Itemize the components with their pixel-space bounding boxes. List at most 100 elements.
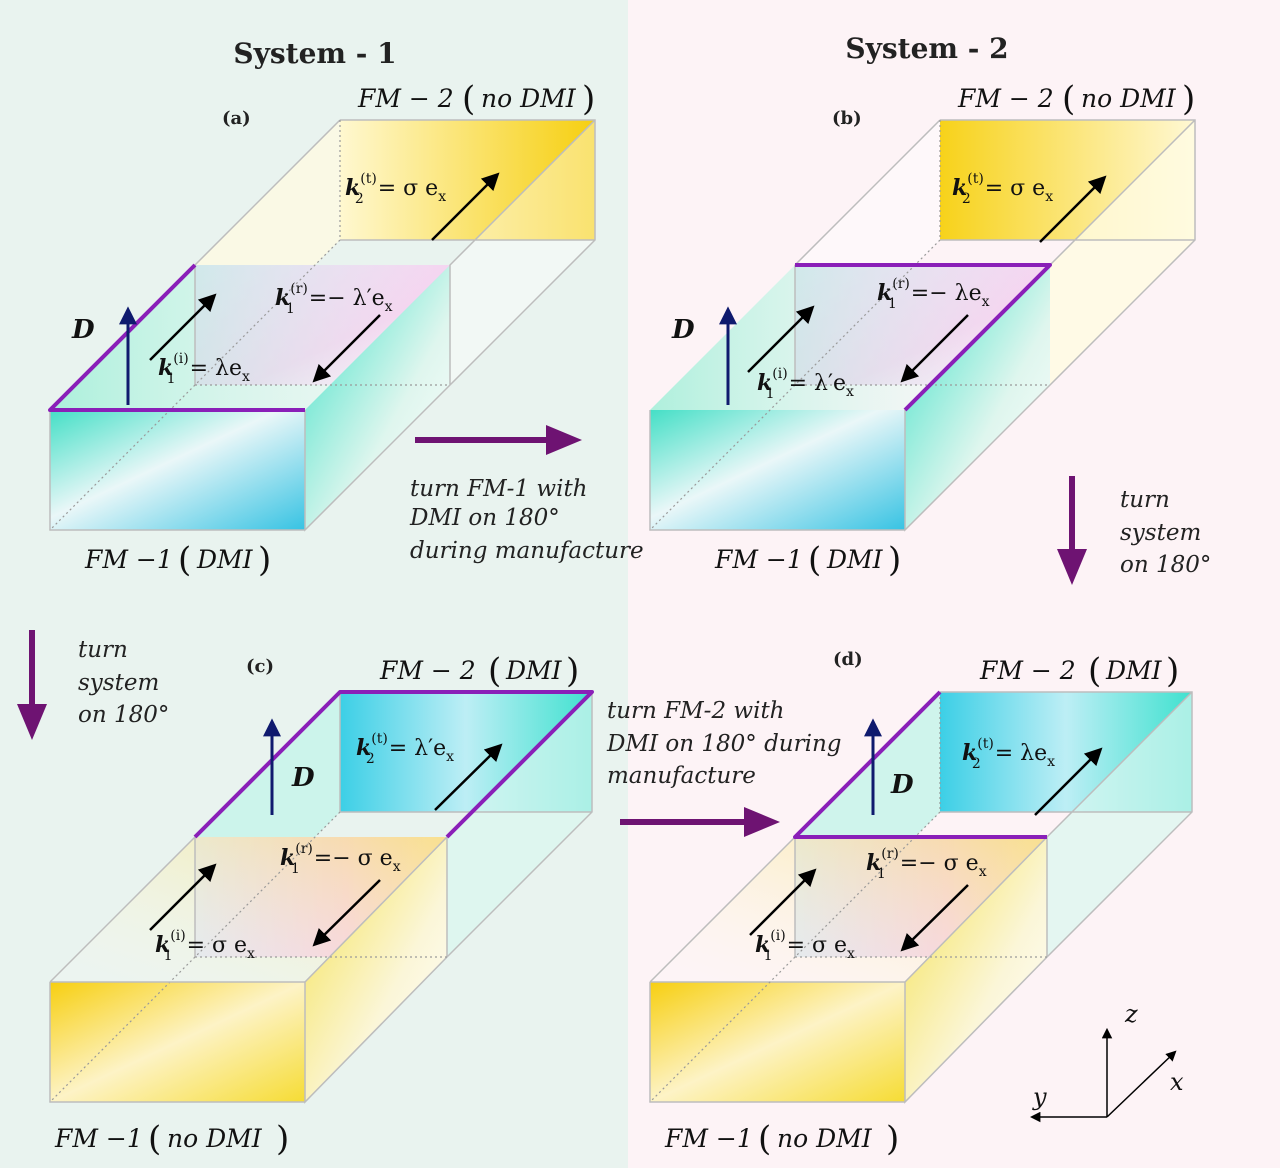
fm2-paren-open: ( bbox=[488, 651, 501, 691]
annotation-line: turn bbox=[1120, 487, 1170, 513]
fm1-top-face bbox=[50, 265, 450, 410]
fm2-paren-open: ( bbox=[1062, 79, 1075, 119]
fm1-top-face bbox=[50, 837, 447, 982]
fm1-front-face bbox=[650, 982, 905, 1102]
fm1-paren-close: ) bbox=[258, 540, 271, 580]
dmi-edge bbox=[48, 263, 305, 412]
d-vector-label: D bbox=[291, 763, 315, 793]
fm1-paren-close: ) bbox=[276, 1119, 289, 1159]
process-arrowhead-down-icon bbox=[17, 704, 47, 740]
fm1-top-face bbox=[650, 837, 1047, 982]
d-vector-label: D bbox=[71, 315, 95, 345]
z-axis-label: z bbox=[1124, 1000, 1138, 1028]
fm2-right-face bbox=[447, 692, 592, 957]
k1-i-arrow bbox=[749, 868, 817, 936]
annotation-line: turn bbox=[78, 637, 128, 663]
fm1-name: FM −1 bbox=[54, 1124, 143, 1153]
k1-i-label: k(i)1= λ′ex bbox=[757, 366, 854, 402]
system1-title: System - 1 bbox=[233, 37, 396, 70]
fm1-paren-open: ( bbox=[148, 1119, 161, 1159]
annotation-line: turn FM-1 with bbox=[410, 476, 588, 502]
process-arrowhead-right-icon bbox=[744, 807, 780, 837]
annotation-line: DMI on 180° bbox=[409, 505, 560, 531]
fm1-note: DMI bbox=[826, 545, 884, 574]
k1-i-label: k(i)1= σ ex bbox=[155, 928, 255, 964]
fm1-front-face bbox=[50, 982, 305, 1102]
hidden-edges bbox=[649, 120, 1050, 531]
fm2-name: FM − 2 bbox=[979, 656, 1076, 685]
fm1-paren-close: ) bbox=[886, 1119, 899, 1159]
annotation-line: system bbox=[78, 670, 159, 696]
panel-a: (a) D k(t)2= σ ex k(r)1=− λ′ex k(i)1= λe… bbox=[48, 79, 596, 580]
coordinate-axes: z x y bbox=[1029, 1000, 1184, 1123]
k1-r-label: k(r)1=− σ ex bbox=[280, 841, 401, 877]
fm1-front-face bbox=[650, 410, 905, 530]
k2-t-arrow bbox=[1034, 747, 1103, 816]
fm1-right-face bbox=[905, 265, 1050, 530]
hidden-edges bbox=[49, 120, 450, 531]
fm2-right-face bbox=[1050, 120, 1195, 385]
fm2-note: no DMI bbox=[481, 84, 577, 113]
panel-d: (d) D k(t)2= λex k(r)1=− σ ex k(i)1= σ e… bbox=[649, 649, 1193, 1159]
k1-i-arrow bbox=[747, 305, 815, 373]
dmi-edge bbox=[193, 690, 594, 839]
process-arrow-a-to-c: turn system on 180° bbox=[17, 630, 169, 740]
fm1-front-face bbox=[50, 410, 305, 530]
fm1-paren-open: ( bbox=[178, 540, 191, 580]
fm2-right-face bbox=[1047, 692, 1192, 957]
annotation-line: manufacture bbox=[607, 763, 756, 789]
annotation-line: on 180° bbox=[78, 702, 169, 728]
k2-t-label: k(t)2= λ′ex bbox=[356, 731, 454, 767]
x-axis-arrow bbox=[1106, 1050, 1177, 1118]
fm2-right-face bbox=[450, 120, 595, 385]
d-vector-label: D bbox=[671, 315, 695, 345]
fm2-paren-open: ( bbox=[1088, 651, 1101, 691]
k1-r-arrow bbox=[312, 314, 381, 383]
system2-title: System - 2 bbox=[845, 32, 1008, 65]
fm1-right-face bbox=[305, 837, 447, 1102]
fm2-paren-close: ) bbox=[566, 651, 579, 691]
k2-t-arrow bbox=[434, 743, 503, 811]
fm2-back-face bbox=[340, 120, 595, 240]
k1-r-label: k(r)1=− λex bbox=[877, 276, 990, 312]
k1-r-label: k(r)1=− σ ex bbox=[866, 846, 987, 882]
fm2-name: FM − 2 bbox=[379, 656, 476, 685]
annotation-line: turn FM-2 with bbox=[607, 698, 785, 724]
k2-t-arrow bbox=[1039, 175, 1107, 243]
fm2-note: DMI bbox=[505, 656, 563, 685]
k1-i-arrow bbox=[149, 863, 217, 931]
y-axis-label: y bbox=[1032, 1083, 1047, 1111]
fm1-name: FM −1 bbox=[664, 1124, 753, 1153]
fm2-name: FM − 2 bbox=[357, 84, 454, 113]
fm1-note: DMI bbox=[196, 545, 254, 574]
panel-c: (c) D k(t)2= λ′ex k(r)1=− σ ex k(i)1= σ … bbox=[49, 651, 594, 1159]
fm2-paren-close: ) bbox=[582, 79, 595, 119]
dmi-edge bbox=[795, 263, 1052, 412]
panel-d-label: (d) bbox=[833, 649, 863, 670]
process-arrow-b-to-d: turn system on 180° bbox=[1057, 476, 1211, 585]
fm1-paren-open: ( bbox=[758, 1119, 771, 1159]
k1-r-arrow bbox=[312, 879, 381, 947]
k1-i-label: k(i)1= σ ex bbox=[755, 928, 855, 964]
fm2-paren-close: ) bbox=[1166, 651, 1179, 691]
fm2-paren-open: ( bbox=[462, 79, 475, 119]
hidden-edges bbox=[49, 811, 447, 1103]
x-axis-label: x bbox=[1170, 1068, 1184, 1096]
k2-t-label: k(t)2= σ ex bbox=[952, 171, 1053, 207]
panel-a-label: (a) bbox=[222, 108, 251, 129]
process-arrowhead-down-icon bbox=[1057, 549, 1087, 585]
fm1-right-face bbox=[305, 265, 450, 530]
process-arrowhead-right-icon bbox=[546, 425, 582, 455]
fm2-name: FM − 2 bbox=[957, 84, 1054, 113]
annotation-line: on 180° bbox=[1120, 552, 1211, 578]
k1-r-arrow bbox=[900, 314, 969, 383]
d-vector-label: D bbox=[890, 770, 914, 800]
fm1-name: FM −1 bbox=[84, 545, 173, 574]
fm1-top-face bbox=[650, 265, 1050, 410]
k1-i-label: k(i)1= λex bbox=[158, 351, 250, 387]
fm1-right-face bbox=[905, 837, 1047, 1102]
panel-b-label: (b) bbox=[832, 108, 862, 129]
k2-t-arrow bbox=[431, 172, 500, 241]
